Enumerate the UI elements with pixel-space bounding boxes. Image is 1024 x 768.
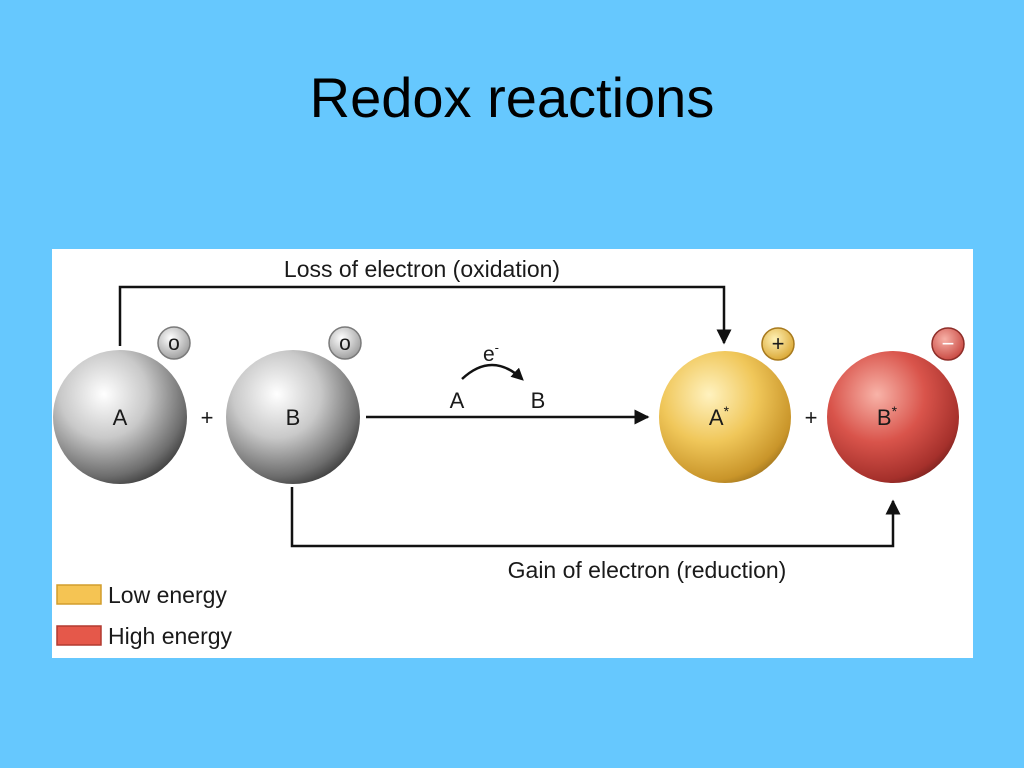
legend-item-low-energy: Low energy [56, 582, 227, 608]
electron-transfer-arc [461, 363, 524, 381]
sphere-a-star-charge: + [772, 331, 785, 356]
legend-label-high-energy: High energy [108, 623, 233, 649]
redox-diagram: Loss of electron (oxidation) Gain of ele… [52, 249, 973, 658]
transfer-to-label: B [531, 388, 546, 413]
legend-swatch-low-energy [56, 584, 102, 605]
sphere-a-star-charge-badge: + [761, 327, 795, 361]
sphere-a-label: A [113, 405, 128, 430]
sphere-b-label: B [286, 405, 301, 430]
sphere-b-charge: o [339, 332, 351, 355]
sphere-b-star-charge: − [942, 331, 955, 356]
electron-label: e- [483, 340, 499, 366]
sphere-b-star: B* [827, 351, 959, 483]
slide-title: Redox reactions [309, 66, 715, 129]
transfer-from-label: A [450, 388, 465, 413]
sphere-a: A [53, 350, 187, 484]
sphere-a-star: A* [659, 351, 791, 483]
sphere-b-star-charge-badge: − [931, 327, 965, 361]
plus-sign-left: + [201, 405, 214, 430]
sphere-a-star-label: A* [709, 403, 730, 430]
legend-swatch-high-energy [56, 625, 102, 646]
legend: Low energy High energy [56, 582, 233, 649]
reduction-label: Gain of electron (reduction) [508, 557, 787, 583]
legend-label-low-energy: Low energy [108, 582, 227, 608]
oxidation-label: Loss of electron (oxidation) [284, 256, 560, 282]
sphere-a-charge-badge: o [157, 326, 191, 360]
legend-item-high-energy: High energy [56, 623, 233, 649]
redox-diagram-svg: Loss of electron (oxidation) Gain of ele… [53, 256, 965, 649]
reduction-arrow [290, 487, 901, 548]
sphere-b-star-label: B* [877, 403, 898, 430]
sphere-b-charge-badge: o [328, 326, 362, 360]
oxidation-arrow [118, 285, 732, 346]
sphere-a-charge: o [168, 332, 180, 355]
plus-sign-right: + [805, 405, 818, 430]
sphere-b: B [226, 350, 360, 484]
